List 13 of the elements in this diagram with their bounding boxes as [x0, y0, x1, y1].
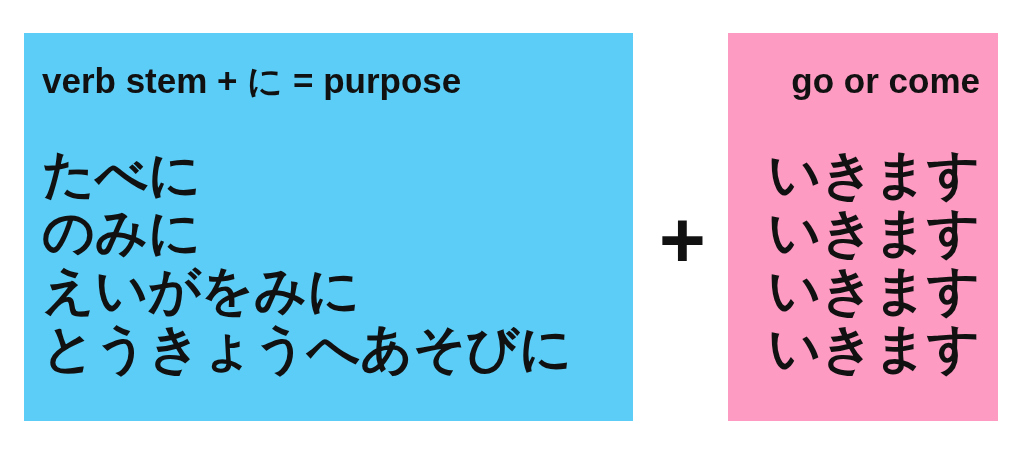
panel-heading: go or come — [791, 61, 980, 101]
example-phrase: いきます — [768, 261, 980, 319]
example-phrase: のみに — [42, 203, 201, 261]
plus-sign: + — [659, 200, 706, 280]
example-phrase: えいがをみに — [42, 261, 360, 319]
panel-heading: verb stem + に = purpose — [42, 61, 462, 101]
example-phrase: とうきょうへあそびに — [42, 319, 572, 377]
example-phrase: いきます — [768, 145, 980, 203]
text-panel — [24, 33, 633, 421]
example-phrase: いきます — [768, 319, 980, 377]
example-phrase: いきます — [768, 203, 980, 261]
text-panel — [728, 33, 998, 421]
example-phrase: たべに — [42, 145, 201, 203]
